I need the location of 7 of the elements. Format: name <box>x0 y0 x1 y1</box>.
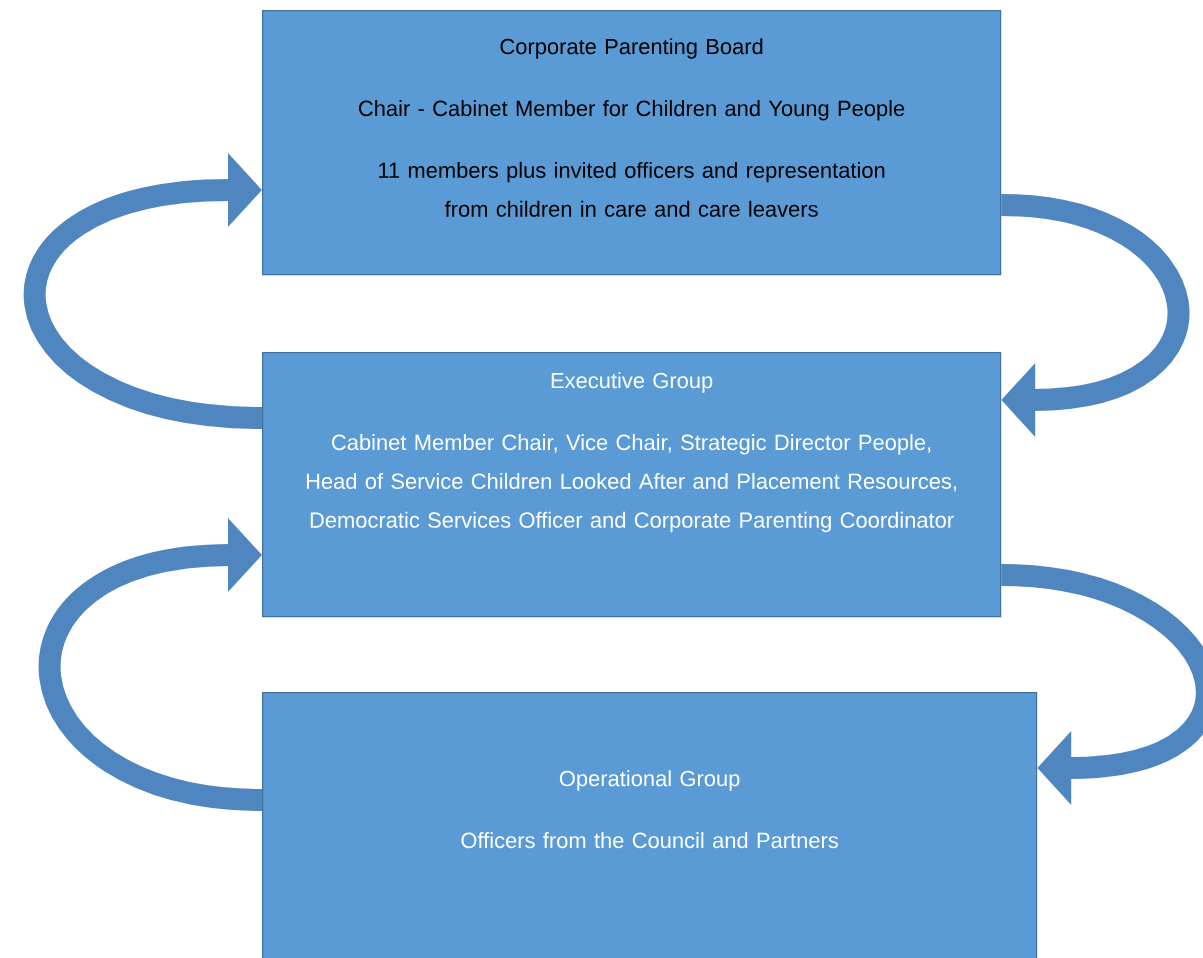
curved-arrow <box>24 153 263 429</box>
group-box: Executive Group Cabinet Member Chair, Vice Chair, Strategic Director People, Head of Service Children Looked After and Placement Resources, Democratic Services Officer and Corporate Parenting Coordinator <box>262 352 1002 618</box>
curved-arrow <box>39 518 263 811</box>
curved-arrow <box>1000 194 1189 437</box>
group-box: Operational Group Officers from the Council and Partners <box>262 692 1038 958</box>
curved-arrow <box>1000 564 1203 805</box>
board-box: Corporate Parenting Board Chair - Cabinet Member for Children and Young People 11 members plus invited officers and representation from children in care and care leavers <box>262 10 1002 276</box>
